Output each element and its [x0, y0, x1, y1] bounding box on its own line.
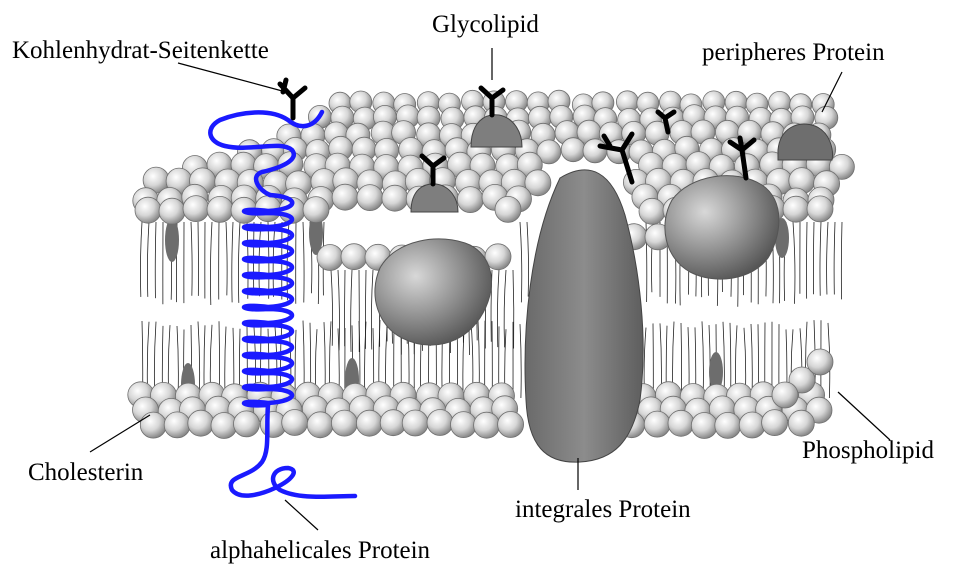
lipid-tail — [820, 222, 821, 296]
phospholipid-head — [282, 410, 308, 436]
lipid-tail — [702, 321, 703, 398]
phospholipid-head — [307, 412, 333, 438]
phospholipid-head — [382, 185, 408, 211]
phospholipid-head — [715, 412, 741, 438]
phospholipid-head — [402, 410, 428, 436]
globular-protein-right — [665, 176, 779, 279]
lipid-tail — [238, 222, 240, 303]
lipid-tail — [827, 222, 828, 294]
label-phospholipid: Phospholipid — [802, 438, 934, 463]
phospholipid-head — [807, 349, 833, 375]
phospholipid-head — [561, 138, 585, 162]
lipid-tail — [351, 270, 352, 352]
lipid-tail — [295, 330, 296, 398]
label-alpha-helical-protein: alphahelicales Protein — [210, 538, 430, 563]
phospholipid-head — [783, 196, 809, 222]
lipid-tail — [681, 323, 682, 398]
lipid-tail — [177, 326, 178, 398]
label-integral-protein: integrales Protein — [515, 497, 691, 522]
globular-protein-left — [375, 239, 492, 345]
lipid-tail — [191, 222, 192, 296]
phospholipid-head — [668, 410, 694, 436]
phospholipid-head — [188, 410, 214, 436]
lipid-tail — [226, 222, 227, 295]
lipid-tail — [520, 324, 521, 398]
phospholipid-head — [457, 187, 483, 213]
lipid-tail — [520, 222, 522, 302]
lipid-tail — [841, 222, 842, 299]
integral-protein — [525, 170, 643, 462]
phospholipid-head — [135, 197, 161, 223]
lipid-tail — [155, 222, 156, 298]
phospholipid-head — [762, 410, 788, 436]
phospholipid-head — [183, 196, 209, 222]
lipid-tail — [371, 270, 373, 349]
lipid-tail — [140, 222, 142, 297]
phospholipid-head — [234, 411, 260, 437]
lipid-tail — [834, 222, 835, 295]
cholesterol — [165, 218, 179, 262]
phospholipid-head — [140, 412, 166, 438]
phospholipid-head — [164, 412, 190, 438]
phospholipid-head — [583, 139, 607, 163]
label-cholesterol: Cholesterin — [28, 460, 143, 485]
phospholipid-head — [451, 412, 477, 438]
phospholipid-head — [331, 410, 357, 436]
phospholipid-head — [341, 244, 367, 270]
phospholipid-head — [691, 413, 717, 439]
phospholipid-head — [211, 413, 237, 439]
label-carbohydrate-chain: Kohlenhydrat-Seitenkette — [12, 38, 269, 63]
phospholipid-head — [207, 196, 233, 222]
lipid-tail — [232, 222, 233, 302]
lipid-tail — [813, 222, 814, 294]
phospholipid-head — [159, 198, 185, 224]
phospholipid-head — [427, 410, 453, 436]
lipid-tail — [793, 222, 795, 304]
lipid-tail — [751, 324, 752, 398]
phospholipid-head — [788, 410, 814, 436]
lipid-tail — [210, 222, 212, 305]
lipid-tail — [303, 222, 304, 303]
phospholipid-head — [303, 197, 329, 223]
phospholipid-head — [498, 412, 524, 438]
phospholipid-head — [644, 411, 670, 437]
label-peripheral-protein: peripheres Protein — [702, 40, 885, 65]
phospholipid-head — [332, 184, 358, 210]
lipid-tail — [147, 222, 149, 297]
phospholipid-head — [639, 198, 665, 224]
lipid-tail — [198, 321, 200, 398]
phospholipid-head — [495, 196, 521, 222]
lipid-tail — [331, 270, 333, 346]
phospholipid-head — [317, 245, 343, 271]
lipid-tail — [365, 322, 366, 398]
label-glycolipid: Glycolipid — [432, 12, 539, 37]
phospholipid-head — [807, 196, 833, 222]
lipid-tail — [527, 222, 529, 297]
phospholipid-head — [739, 412, 765, 438]
phospholipid-head — [356, 410, 382, 436]
phospholipid-head — [357, 185, 383, 211]
carbohydrate-chain — [280, 80, 305, 118]
phospholipid-head — [474, 412, 500, 438]
phospholipid-head — [772, 382, 798, 408]
